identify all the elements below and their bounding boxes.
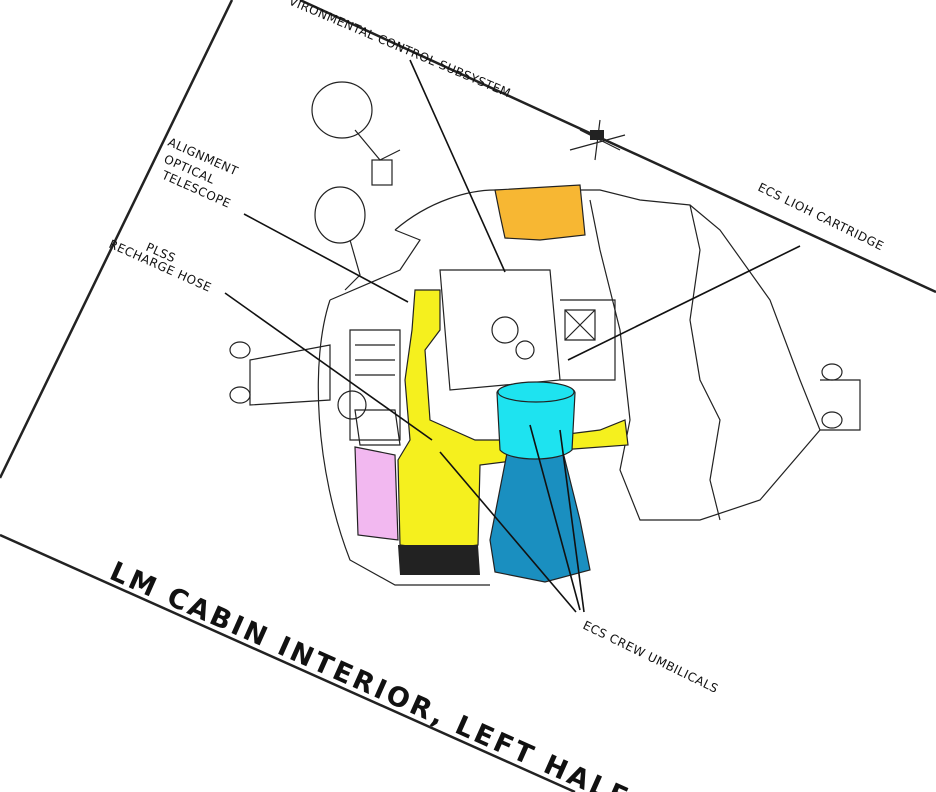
page-edge-bottom bbox=[0, 533, 576, 792]
pink-panel bbox=[354, 446, 399, 541]
diagram-title: LM CABIN INTERIOR, LEFT HALF bbox=[105, 556, 635, 792]
leader-umbilical-2 bbox=[529, 424, 581, 611]
leader-aot bbox=[243, 213, 409, 303]
cabin-body bbox=[229, 81, 861, 586]
page-edge-top bbox=[299, 0, 936, 294]
leader-plss bbox=[224, 292, 433, 441]
orange-region bbox=[494, 184, 586, 241]
label-lioh: ECS LIOH CARTRIDGE bbox=[756, 180, 886, 253]
blue-nozzle bbox=[489, 447, 591, 583]
label-ecs: VIRONMENTAL CONTROL SUBSYSTEM bbox=[287, 0, 513, 100]
leader-lioh bbox=[567, 245, 801, 361]
leader-umbilical-3 bbox=[559, 429, 585, 613]
label-umbilicals: ECS CREW UMBILICALS bbox=[581, 618, 721, 696]
leader-ecs bbox=[409, 59, 506, 273]
page-edge-left bbox=[0, 0, 234, 479]
leader-umbilical-1 bbox=[439, 451, 577, 613]
dark-equipment bbox=[398, 545, 480, 575]
